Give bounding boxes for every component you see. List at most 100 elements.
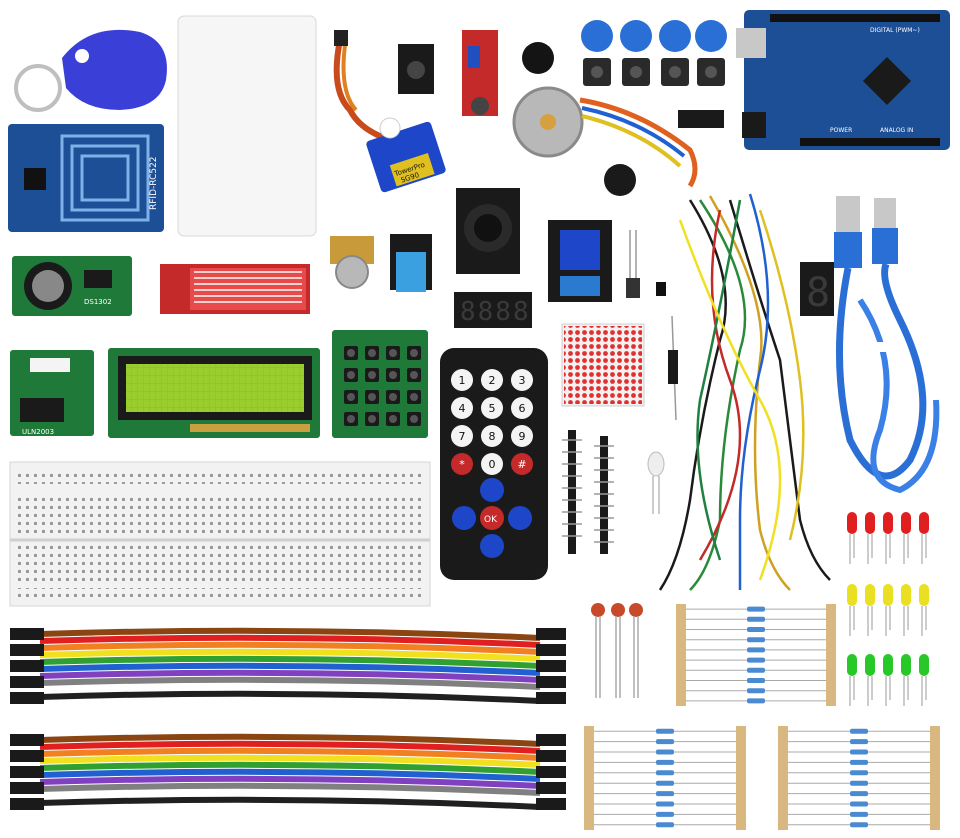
ribbon-wire [39,655,541,669]
led [883,584,893,606]
single-digit-display-text: 8 [806,270,830,316]
resistor [656,780,674,786]
dupont-connector [536,628,566,640]
resistor [747,698,765,704]
resistor [850,728,868,734]
stepper-driver-board: ULN2003 [10,350,94,436]
led [865,512,875,534]
remote-key-label: 2 [489,374,496,387]
resistor [850,780,868,786]
microcontroller-board: DIGITAL (PWM~) POWER ANALOG IN [736,10,950,150]
dupont-connector [536,734,566,746]
remote-key-label: 6 [519,402,526,415]
resistor [747,678,765,683]
remote-key-label: 1 [459,374,466,387]
resistor [656,759,674,765]
remote-key [511,397,533,419]
resistor-strip-bottom-right [778,726,940,830]
buzzer [522,42,554,74]
keypad-key-cap [368,371,376,379]
dupont-connector [536,660,566,672]
resistor [656,811,674,817]
tape [584,726,594,830]
diode [668,315,678,421]
led [919,512,929,534]
dupont-connector [10,676,44,688]
tape [736,726,746,830]
keypad-key-cap [389,415,397,423]
remote-key [451,369,473,391]
led [901,512,911,534]
dupont-connector [10,644,44,656]
keypad-key-cap [368,349,376,357]
led [919,654,929,676]
remote-key-label: 0 [489,458,496,471]
board-analog-label: ANALOG IN [880,127,913,134]
remote-key-label: 7 [459,430,466,443]
ribbon-wire [39,648,541,662]
four-digit-display-text: 8888 [460,297,531,327]
resistor [656,770,674,776]
remote-key [511,369,533,391]
board-digital-label: DIGITAL (PWM~) [870,27,920,34]
ribbon-wire [39,761,541,775]
resistor [850,759,868,765]
remote-key-label: # [517,458,526,471]
keypad-key-cap [410,349,418,357]
breadboard [9,461,431,607]
servo-motor: TowerPro SG90 [333,30,446,193]
ribbon-cable-top [10,627,566,704]
resistor [850,749,868,755]
remote-key [481,369,503,391]
dupont-connector [10,692,44,704]
remote-key-label: 4 [459,402,466,415]
single-digit-display: 8 [800,262,834,316]
resistor [656,801,674,807]
tape [676,604,686,706]
rfid-card [177,15,317,237]
ribbon-wire [39,627,541,641]
rfid-module-label: RFID-RC522 [149,156,159,210]
ribbon-wire [39,733,541,747]
keypad-key-cap [389,393,397,401]
led [901,654,911,676]
resistor [747,637,765,643]
dupont-connector [10,798,44,810]
ribbon-wire [39,782,541,796]
resistor [656,791,674,797]
remote-key [451,453,473,475]
keypad-key-cap [389,371,397,379]
dupont-connector [10,660,44,672]
dupont-connector [536,766,566,778]
dupont-connector [536,782,566,794]
relay-module [548,220,612,302]
ribbon-wire [39,740,541,754]
resistor-strip-bottom-left [584,726,746,830]
tape [826,604,836,706]
led [883,512,893,534]
remote-key [451,397,473,419]
resistor [850,739,868,745]
stepper-driver-label: ULN2003 [22,428,54,436]
ir-receiver [626,230,666,298]
remote-key-label: 8 [489,430,496,443]
tape [930,726,940,830]
keypad-key-cap [368,415,376,423]
ribbon-cable-bottom [10,733,566,810]
ribbon-wire [39,634,541,648]
ribbon-wire [39,683,541,697]
ribbon-wire [39,796,541,810]
resistor [850,801,868,807]
remote-key [481,425,503,447]
dupont-connector [536,750,566,762]
stepper-motor [512,86,698,196]
dht-sensor [390,234,432,292]
led-set [847,512,929,706]
resistor [747,667,765,673]
keypad-key-cap [347,415,355,423]
ribbon-wire [39,754,541,768]
resistor [850,822,868,828]
remote-key [481,453,503,475]
microphone-sensor-module [462,30,498,116]
dupont-connector [536,798,566,810]
